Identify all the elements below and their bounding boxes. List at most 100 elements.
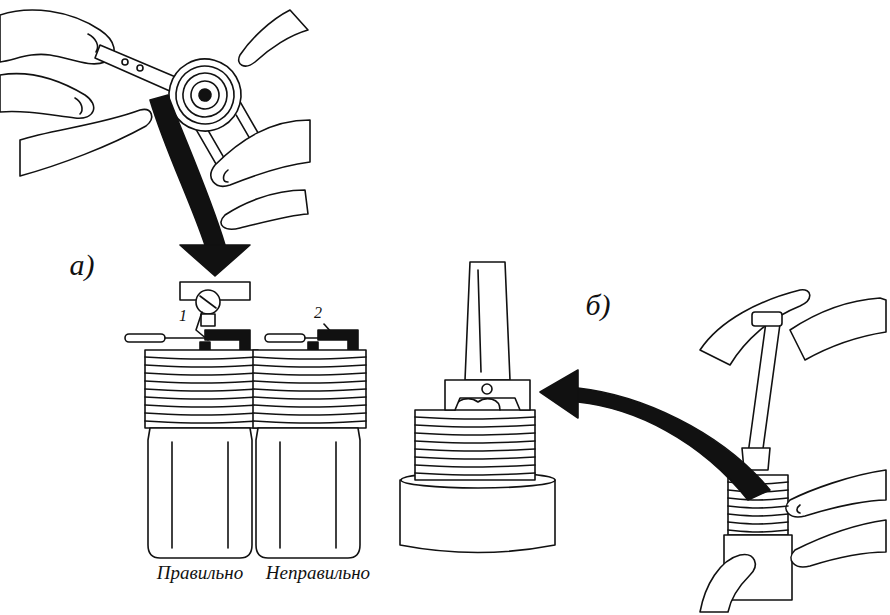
- spark-plug-incorrect: [256, 428, 360, 558]
- thread-lines: [145, 357, 258, 423]
- arrow: [540, 370, 770, 500]
- hands-with-tool: [786, 470, 886, 517]
- thread-lines: [415, 417, 535, 475]
- thread-lines: [253, 365, 366, 367]
- thread-lines: [253, 381, 366, 383]
- callout-number: 2: [314, 304, 322, 322]
- plug-in-socket: [400, 480, 555, 553]
- spark-plug-correct: [125, 334, 165, 342]
- spark-plug-incorrect: [318, 330, 358, 350]
- thread-lines: [145, 373, 258, 375]
- gap-tool: [465, 262, 510, 380]
- thread-lines: [145, 357, 258, 359]
- thread-lines: [728, 514, 788, 516]
- plug-in-socket: [415, 410, 535, 480]
- gap-tool: [482, 384, 492, 394]
- thread-lines: [253, 357, 366, 423]
- thread-lines: [253, 397, 366, 399]
- feeler-gauge: [95, 45, 178, 92]
- arrow: [578, 388, 770, 500]
- thread-lines: [415, 417, 535, 419]
- thread-lines: [728, 522, 788, 524]
- caption-label: Неправильно: [266, 563, 370, 584]
- spark-plug-correct: [200, 296, 216, 308]
- hands-with-tool: [790, 298, 886, 360]
- thread-lines: [415, 425, 535, 427]
- thread-lines: [415, 473, 535, 475]
- gap-tool: [478, 270, 481, 372]
- thread-lines: [253, 421, 366, 423]
- thread-lines: [253, 373, 366, 375]
- hand-left: [0, 10, 152, 176]
- spark-plug-correct: [227, 442, 229, 548]
- gap-tool: [445, 380, 530, 410]
- thread-lines: [253, 357, 366, 359]
- figure-letter: б): [585, 288, 610, 321]
- spark-plug-correct: [125, 282, 258, 558]
- hand-right: [239, 10, 308, 66]
- spark-plug: [175, 65, 235, 125]
- gap-tool: [445, 262, 530, 410]
- hand-right: [221, 190, 308, 229]
- thread-lines: [145, 397, 258, 399]
- spark-plug-correct: [148, 428, 252, 558]
- hand-left: [20, 109, 152, 176]
- thread-lines: [415, 465, 535, 467]
- thread-lines: [728, 530, 788, 532]
- thread-lines: [728, 506, 788, 508]
- thread-lines: [415, 449, 535, 451]
- feeler-gauge: [137, 65, 143, 71]
- spark-plug-incorrect: [253, 324, 366, 558]
- spark-plug-correct: [205, 330, 250, 350]
- spark-plug-correct: [201, 314, 215, 326]
- arrow: [150, 95, 225, 245]
- spark-plug: [197, 87, 213, 103]
- feeler-gauge: [95, 45, 178, 92]
- spark-plug-incorrect: [308, 342, 318, 350]
- hands-with-tool: [797, 505, 800, 513]
- thread-lines: [253, 405, 366, 407]
- thread-lines: [415, 457, 535, 459]
- hands-with-tool: [700, 555, 755, 612]
- spark-plug-correct: [200, 342, 210, 350]
- spark-plug-incorrect: [335, 442, 337, 548]
- hand-left: [0, 74, 94, 118]
- hand-left: [75, 98, 82, 114]
- arrow: [540, 370, 578, 418]
- hand-right: [211, 120, 310, 186]
- thread-lines: [145, 389, 258, 391]
- thread-lines: [253, 413, 366, 415]
- spark-plug-correct: [196, 290, 220, 314]
- thread-lines: [415, 441, 535, 443]
- callout-number: 1: [179, 307, 187, 325]
- hands-with-tool: [791, 520, 886, 567]
- thread-lines: [145, 381, 258, 383]
- thread-lines: [253, 389, 366, 391]
- spark-plug-incorrect: [279, 442, 281, 548]
- spark-plug-correct: [171, 442, 173, 548]
- thread-lines: [145, 405, 258, 407]
- spark-plug: [186, 76, 224, 114]
- hands-with-tool: [748, 322, 780, 456]
- thread-lines: [145, 421, 258, 423]
- thread-lines: [415, 433, 535, 435]
- caption-label: Правильно: [157, 563, 243, 584]
- thread-lines: [145, 365, 258, 367]
- thread-lines: [728, 498, 788, 500]
- hand-right: [211, 10, 310, 229]
- plug-in-socket: [455, 399, 500, 410]
- arrow: [150, 95, 250, 276]
- spark-plug-incorrect: [265, 334, 305, 342]
- hands-with-tool: [752, 312, 782, 326]
- arrow: [180, 245, 250, 276]
- hand-right: [224, 170, 229, 182]
- spark-plug-incorrect: [253, 350, 366, 428]
- hand-left: [88, 34, 98, 52]
- plug-in-socket: [400, 399, 555, 553]
- figure-letter: а): [70, 248, 95, 281]
- feeler-gauge: [122, 59, 128, 65]
- thread-lines: [145, 413, 258, 415]
